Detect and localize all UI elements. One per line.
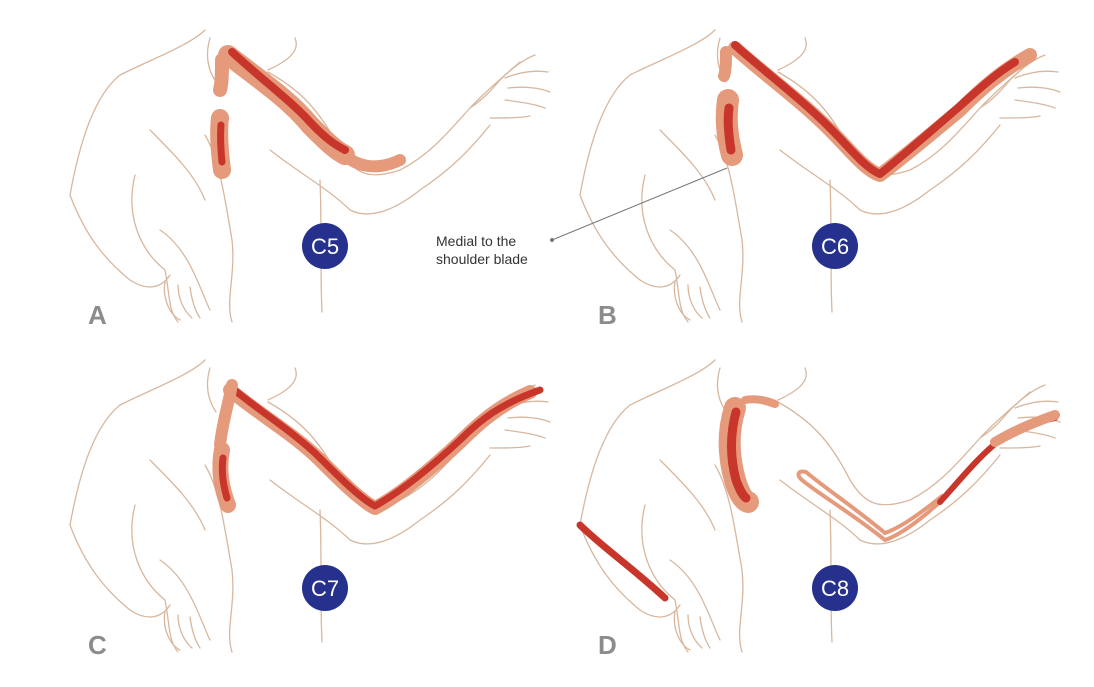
forearm-outline-pain-d xyxy=(796,469,944,543)
forearm-pain-light-a xyxy=(339,149,406,173)
root-label-a: C5 xyxy=(311,234,339,259)
panel-letter-d: D xyxy=(598,630,617,660)
root-badge-b xyxy=(812,223,858,269)
arm-pain-dark-a xyxy=(228,48,349,154)
neck-pain-light-c xyxy=(214,379,238,451)
annotation-leader-line xyxy=(551,167,728,241)
root-label-b: C6 xyxy=(821,234,849,259)
outer-arm-pain-dark-d xyxy=(576,521,669,602)
arm-pain-dark-c xyxy=(228,384,544,510)
annotation-medial-shoulder-blade: Medial to the shoulder blade xyxy=(436,167,728,267)
body-outline-a xyxy=(69,29,551,323)
root-label-d: C8 xyxy=(821,576,849,601)
arm-pain-dark-b xyxy=(731,41,1019,178)
annotation-line-2: shoulder blade xyxy=(436,251,528,267)
scapula-pain-dark-d xyxy=(727,407,751,503)
root-badge-c xyxy=(302,565,348,611)
root-badge-a xyxy=(302,223,348,269)
panel-c: C7 C xyxy=(69,359,551,660)
body-outline-b xyxy=(579,29,1061,323)
neck-pain-light-b xyxy=(718,46,732,82)
panel-letter-c: C xyxy=(88,630,107,660)
neck-pain-light-d xyxy=(741,395,779,408)
body-outline-d xyxy=(579,359,1061,653)
arm-pain-light-b xyxy=(728,41,1037,182)
scapula-pain-dark-c xyxy=(218,454,231,502)
body-outline-c xyxy=(69,359,551,653)
hand-pain-dark-d xyxy=(937,415,1058,505)
scapula-pain-dark-a xyxy=(217,121,226,166)
annotation-dot xyxy=(550,238,554,242)
neck-pain-light-a xyxy=(213,53,229,97)
panel-letter-a: A xyxy=(88,300,107,330)
panel-b: C6 B xyxy=(579,29,1061,330)
panel-letter-b: B xyxy=(598,300,617,330)
root-label-c: C7 xyxy=(311,576,339,601)
root-badge-d xyxy=(812,565,858,611)
scapula-pain-dark-b xyxy=(723,103,736,155)
hand-pain-light-d xyxy=(990,410,1060,447)
arm-pain-light-c xyxy=(223,383,537,515)
panel-a: C5 A xyxy=(69,29,551,330)
panel-d: C8 D xyxy=(576,359,1061,660)
annotation-line-1: Medial to the xyxy=(436,233,516,249)
